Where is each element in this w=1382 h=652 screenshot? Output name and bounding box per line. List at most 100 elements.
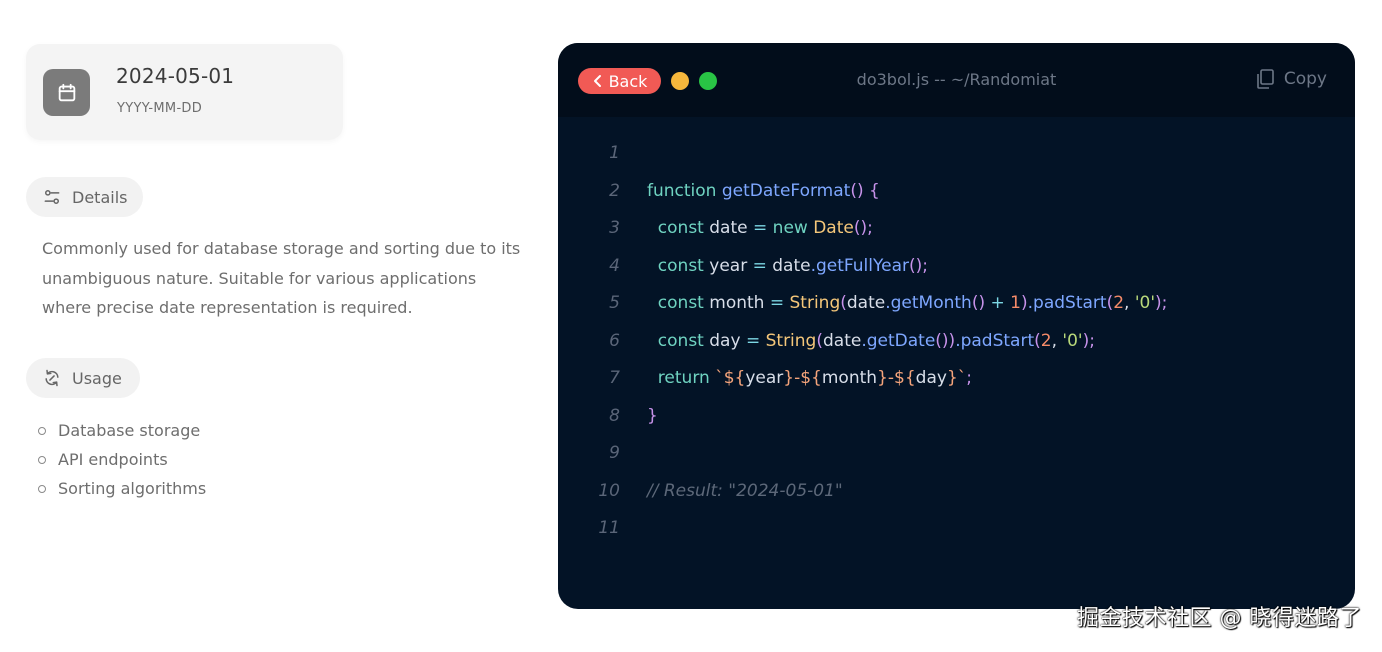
line-code: function getDateFormat() { [647,173,880,211]
line-number: 5 [609,293,620,313]
calendar-icon [43,69,90,116]
details-label: Details [72,187,128,207]
code-token: const [647,218,710,238]
code-token: year [745,368,784,388]
code-line: 7 return `${year}-${month}-${day}`; [558,360,1355,398]
code-token: .padStart [955,330,1035,351]
code-token: const [647,293,710,313]
code-token: }-${ [877,368,916,388]
details-tag: Details [26,177,143,217]
format-description: Commonly used for database storage and s… [42,239,521,317]
code-token: ) [1021,293,1028,313]
line-number: 2 [609,180,620,201]
code-line: 8} [558,398,1355,436]
code-token: // Result: "2024-05-01" [647,480,843,501]
code-line: 11 [558,510,1355,548]
list-item: API endpoints [38,445,206,474]
list-item: Database storage [38,416,206,445]
bullet-icon [38,484,46,493]
code-token: = [769,293,790,313]
code-line: 3 const date = new Date(); [558,210,1355,248]
bullet-icon [38,455,46,464]
code-token: ); [1155,293,1168,313]
line-number: 9 [609,443,620,463]
copy-button[interactable]: Copy [1256,69,1327,89]
format-card: 2024-05-01 YYYY-MM-DD [26,44,343,140]
code-token: '0' [1134,293,1156,313]
code-token: ); [1082,330,1095,351]
sliders-icon [44,190,60,204]
code-token: ( [816,330,823,351]
code-line: 1 [558,135,1355,173]
code-token: , [1051,330,1063,351]
line-number: 8 [609,405,620,426]
code-token: ( [1106,293,1114,313]
line-number: 1 [609,143,620,163]
line-code: } [647,398,658,436]
usage-label: Usage [72,368,122,388]
code-token: + [990,293,1011,313]
bullet-icon [38,426,46,435]
code-line: 5 const month = String(date.getMonth() +… [558,285,1355,323]
code-token: 1 [1010,293,1021,313]
code-token: .getMonth [885,293,972,313]
code-token: = [753,218,773,238]
code-token: const [647,330,710,351]
back-button[interactable]: Back [578,68,661,94]
code-line: 4 const year = date.getFullYear(); [558,248,1355,286]
code-token: `${ [715,368,746,388]
line-code: // Result: "2024-05-01" [647,473,843,511]
code-token: function [647,180,722,201]
code-token: '0' [1062,330,1083,351]
code-token: = [745,330,766,351]
window-dot-yellow[interactable] [671,72,689,90]
code-token: 2 [1040,330,1052,351]
code-token: month [709,293,770,313]
code-token: () [971,293,991,313]
code-line: 6 const day = String(date.getDate()).pad… [558,323,1355,361]
code-token: const [647,255,710,276]
line-code: const year = date.getFullYear(); [647,248,928,286]
code-token: String [765,330,817,351]
usage-list: Database storage API endpoints Sorting a… [38,416,206,503]
code-token: , [1124,293,1135,313]
line-code: const day = String(date.getDate()).padSt… [647,323,1095,361]
usage-tag: Usage [26,358,140,398]
line-code: const date = new Date(); [647,210,873,248]
code-token: return [647,368,716,388]
line-number: 6 [609,330,620,351]
code-token: new [772,218,814,238]
code-token: }-${ [783,368,822,388]
refresh-icon [45,369,59,387]
code-token: day [709,330,746,351]
code-token: (); [853,218,873,238]
code-token: year [709,255,753,276]
code-token: ; [966,368,972,388]
watermark: 掘金技术社区 @ 晓得迷路了 [1077,606,1362,631]
line-number: 3 [609,218,620,238]
line-number: 4 [609,255,620,276]
line-number: 10 [598,480,620,501]
code-token: = [752,255,773,276]
line-number: 11 [598,518,620,538]
code-token: .padStart [1027,293,1107,313]
code-token: date [822,330,862,351]
code-token: ( [840,293,847,313]
code-token: getDateFormat [721,180,851,201]
list-item: Sorting algorithms [38,474,206,503]
chevron-left-icon [593,75,601,87]
window-dot-green[interactable] [699,72,717,90]
code-token: String [789,293,841,313]
code-titlebar: Back do3bol.js -- ~/Randomiat Copy [558,43,1355,117]
code-line: 2 function getDateFormat() { [558,173,1355,211]
back-label: Back [608,71,648,91]
code-token: () [850,180,869,201]
code-token: Date [813,218,854,238]
code-token: month [821,368,878,388]
code-token: day [915,368,947,388]
code-token: (); [909,255,928,276]
format-value: 2024-05-01 [116,64,235,88]
code-token: date [709,218,754,238]
